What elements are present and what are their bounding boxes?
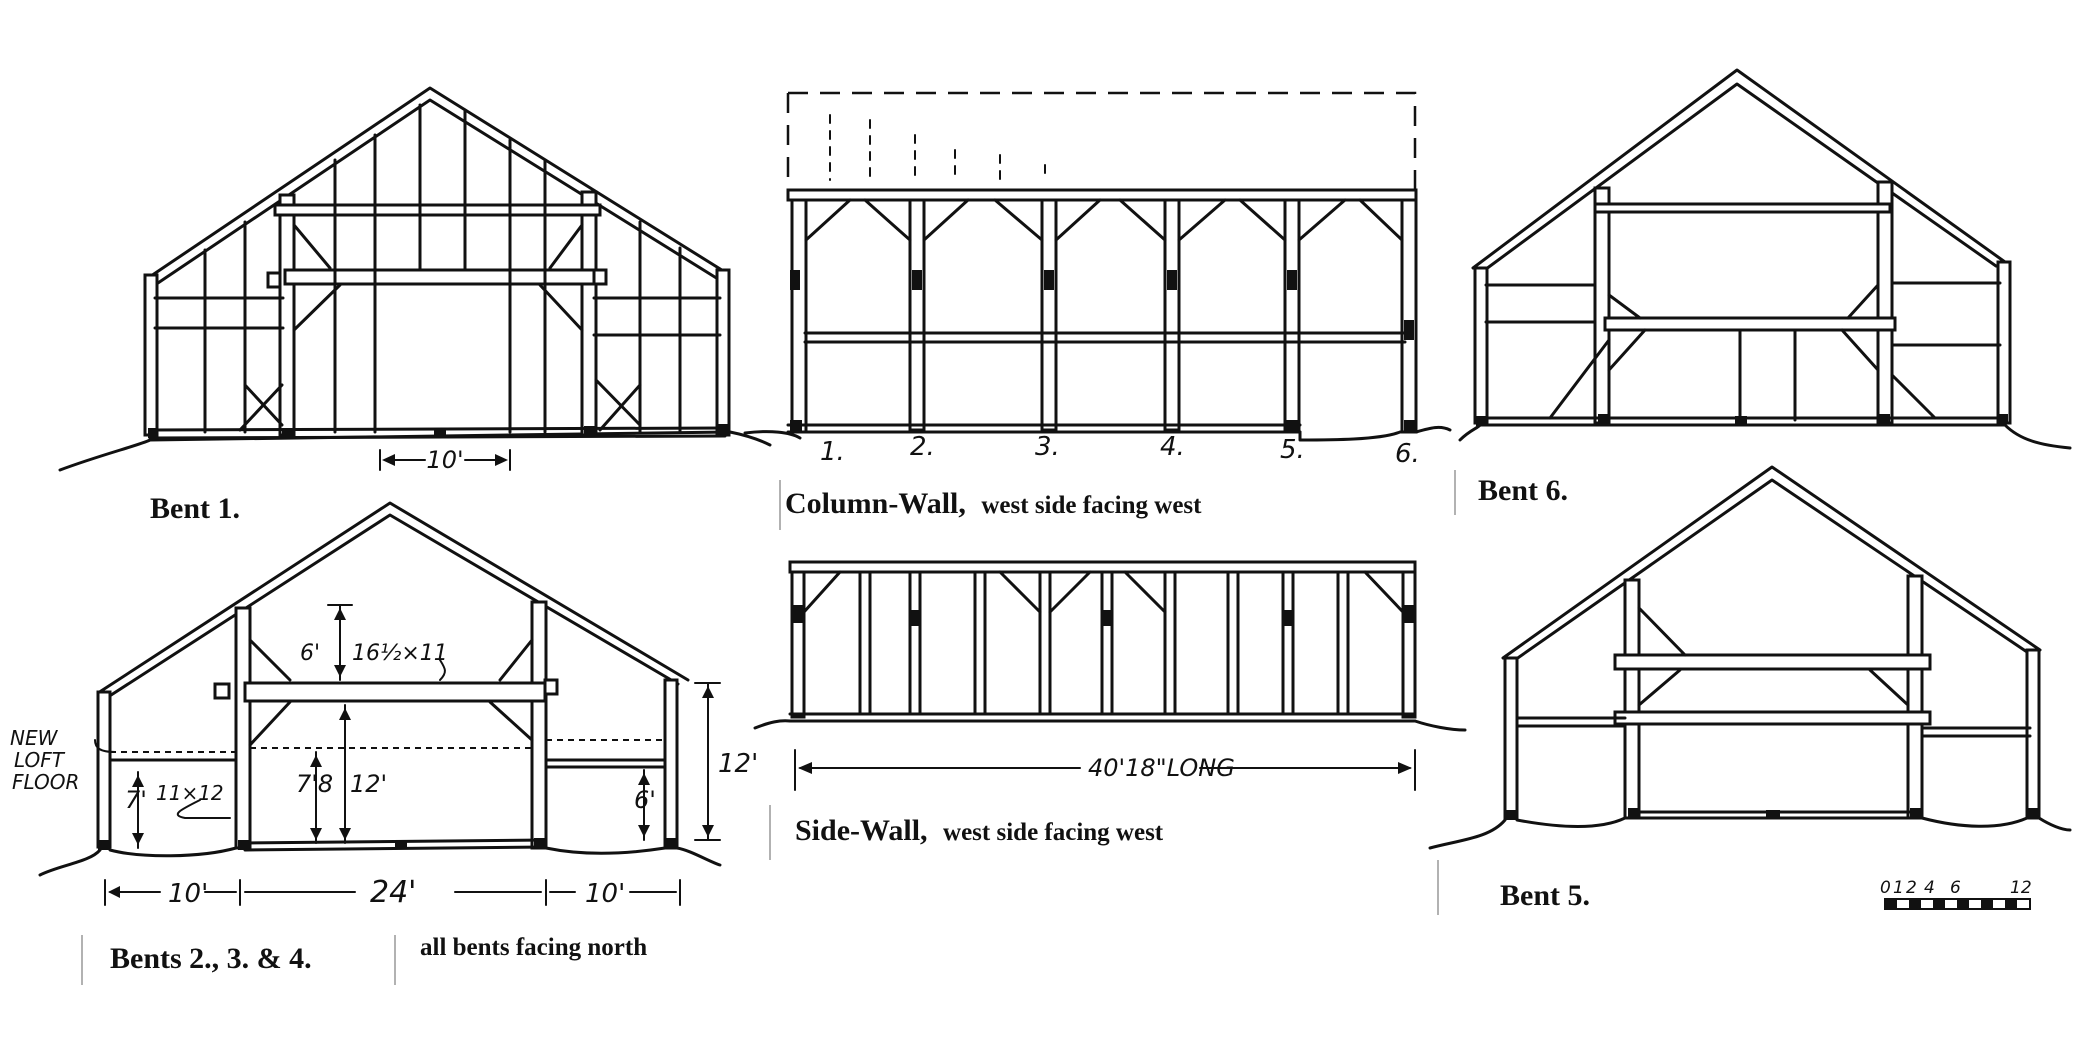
side-wall-drawing: 40'18"LONG [753,560,1467,791]
scale-tick-12: 12 [2010,878,2032,898]
dim-10ft-right: 10' [585,879,625,909]
dim-7ft-8: 7'8 [296,770,333,798]
bent-5-drawing [1428,465,2072,850]
scale-tick-2: 2 [1906,878,1917,898]
column-wall-subtitle: west side facing west [981,492,1202,519]
all-bents-note: all bents facing north [420,934,647,961]
side-wall-title: Side-Wall, [795,814,928,847]
dim-6ft: 6' [300,641,320,666]
column-number-1: 1. [820,437,845,467]
column-wall-drawing [743,91,1452,442]
bents-234-annotations: NEW LOFT FLOOR 6' 16½×11 7'8 12' 7' 11×1… [10,641,758,910]
bent-6-drawing [1458,68,2072,450]
post-size-label: 11×12 [156,781,224,805]
dim-6ft-right: 6' [634,786,656,814]
scale-tick-6: 6 [1950,878,1961,898]
beam-size-label: 16½×11 [352,641,448,666]
dim-12ft-right: 12' [718,749,758,779]
new-loft-floor-label-line1: NEW [10,726,59,750]
bent-1-drawing: 10' [58,86,772,474]
bent1-caption: Bent 1. [150,492,240,525]
dim-24ft: 24' [370,875,416,910]
dim-7ft: 7' [125,786,147,814]
scale-bar: 0 1 2 4 6 12 [1880,878,2032,910]
new-loft-floor-label-line2: LOFT [14,748,66,772]
bent6-caption: Bent 6. [1478,474,1568,507]
new-loft-floor-label-line3: FLOOR [12,770,79,794]
scale-tick-0: 0 [1880,878,1891,898]
scale-tick-4: 4 [1924,878,1935,898]
column-number-3: 3. [1035,432,1060,462]
bent1-width-dimension: 10' [426,446,463,474]
side-wall-length-dimension: 40'18"LONG [1088,754,1235,782]
column-number-6: 6. [1395,439,1420,469]
side-wall-subtitle: west side facing west [943,819,1164,846]
scale-tick-1: 1 [1893,878,1904,898]
bents234-caption: Bents 2., 3. & 4. [110,942,312,975]
column-number-2: 2. [910,432,935,462]
column-number-4: 4. [1160,432,1185,462]
dim-10ft-left: 10' [168,879,208,909]
column-wall-title: Column-Wall, [785,487,966,520]
bents-2-3-4-drawing [38,501,722,906]
column-wall-caption: Column-Wall, west side facing west [785,487,1202,520]
dim-12ft-inner: 12' [350,770,387,798]
bent5-caption: Bent 5. [1500,879,1590,912]
column-number-5: 5. [1280,435,1305,465]
side-wall-caption: Side-Wall, west side facing west [795,814,1164,847]
column-number-labels: 1. 2. 3. 4. 5. 6. [820,432,1420,469]
